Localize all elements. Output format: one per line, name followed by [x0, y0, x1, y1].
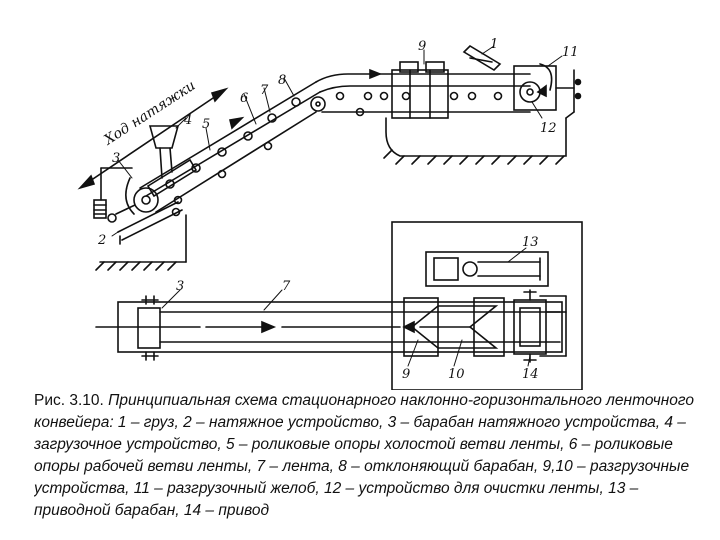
figure-caption: Рис. 3.10. Принципиальная схема стациона… [34, 390, 706, 540]
tension-device [100, 167, 183, 245]
drive-drum [425, 251, 549, 287]
belt-top-view [95, 301, 563, 353]
label-6: 6 [240, 91, 248, 106]
belt-incline [139, 81, 321, 213]
label-5: 5 [202, 117, 210, 132]
label-top-9: 9 [402, 367, 410, 382]
label-top-3: 3 [176, 279, 184, 294]
label-top-13: 13 [522, 235, 539, 250]
ground-tension-end [95, 214, 187, 271]
label-11: 11 [562, 45, 579, 60]
discharge-plough [402, 297, 505, 357]
top-view-leaders [161, 247, 531, 367]
label-9: 9 [418, 39, 426, 54]
head-drum-top [513, 289, 567, 363]
label-8: 8 [278, 73, 286, 88]
conveyor-diagram: Ход натяжки [77, 37, 583, 390]
side-view-leaders [111, 45, 563, 237]
label-12: 12 [540, 121, 557, 136]
ground-head-end [383, 111, 575, 165]
caption-text: Принципиальная схема стационарного накло… [34, 392, 695, 519]
label-1: 1 [490, 37, 498, 52]
discharge-carriage [391, 61, 503, 119]
label-top-7: 7 [282, 279, 291, 294]
label-3: 3 [112, 151, 120, 166]
label-4: 4 [183, 113, 192, 128]
incline-rollers [165, 97, 301, 217]
label-7: 7 [260, 83, 269, 98]
label-top-10: 10 [448, 367, 465, 382]
label-2: 2 [97, 233, 106, 248]
head-drum-housing [513, 63, 582, 113]
cargo-load [462, 44, 502, 72]
deflecting-drum [310, 96, 326, 112]
top-view-frame [391, 221, 583, 390]
caption-prefix: Рис. 3.10. [34, 392, 104, 409]
tension-weight [93, 167, 107, 219]
tension-drum-top [137, 295, 161, 361]
belt-horizontal [315, 68, 531, 117]
label-top-14: 14 [522, 367, 539, 382]
